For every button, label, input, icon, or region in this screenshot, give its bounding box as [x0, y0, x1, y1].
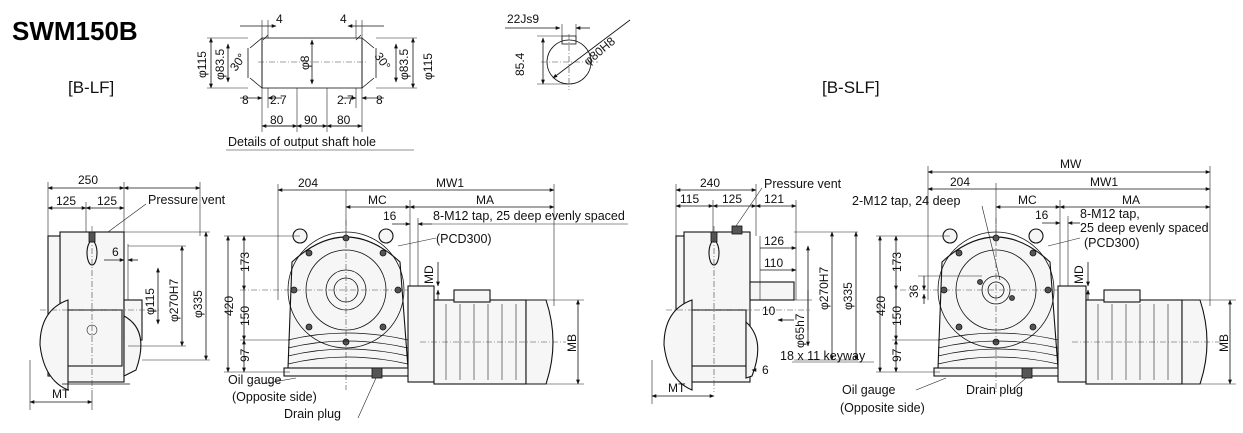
lf-d97: 97: [238, 348, 252, 362]
dim-phi8-center: φ8: [298, 55, 312, 70]
lf-md: MD: [422, 265, 436, 284]
shaft-hole-caption: Details of output shaft hole: [228, 135, 376, 149]
slf-d204: 204: [950, 175, 970, 189]
keyway-detail: 22Js9 85.4 φ80H8: [505, 12, 631, 90]
lf-d150: 150: [238, 306, 252, 326]
lf-d6: 6: [112, 245, 119, 259]
slf-md: MD: [1072, 265, 1086, 284]
lf-d16: 16: [383, 209, 397, 223]
slf-d173: 173: [890, 252, 904, 272]
dim-27-right: 2.7: [337, 93, 354, 107]
model-title: SWM150B: [12, 16, 138, 46]
slf-d420: 420: [874, 296, 888, 316]
slf-tap8-b: 25 deep evenly spaced: [1080, 221, 1209, 235]
shaft-hole-detail: 4 4 φ115 φ83.5 30° φ8 30° φ83.5 φ115 8 2…: [195, 12, 435, 151]
slf-side-view: 240 115 125 121 Pressure vent 126 110 10…: [651, 176, 874, 404]
slf-tap2: 2-M12 tap, 24 deep: [852, 194, 960, 208]
slf-mc: MC: [1018, 193, 1037, 207]
slf-phi270: φ270H7: [817, 267, 831, 310]
keyway-dia: φ80H8: [581, 34, 618, 68]
dim-80-right: 80: [337, 113, 351, 127]
slf-keyway: 18 x 11 keyway: [780, 349, 866, 363]
slf-phi65: φ65h7: [793, 313, 807, 348]
lf-d250: 250: [78, 173, 98, 187]
slf-tap8-a: 8-M12 tap,: [1080, 207, 1140, 221]
dim-90: 90: [304, 113, 318, 127]
slf-d121: 121: [764, 192, 784, 206]
lf-drain-plug: Drain plug: [284, 407, 341, 421]
lf-ma: MA: [476, 193, 494, 207]
lf-mb: MB: [565, 334, 579, 352]
slf-d10: 10: [762, 304, 776, 318]
slf-front-view: MW 204 MW1 MC MA 16 2-M12 tap, 24 deep 8…: [840, 157, 1236, 415]
dim-27-left: 2.7: [270, 93, 287, 107]
slf-pressure-vent: Pressure vent: [764, 177, 842, 191]
dim-phi83-left: φ83.5: [213, 49, 227, 80]
lf-front-view: 204 MW1 MC MA 16 8-M12 tap, 25 deep even…: [222, 176, 628, 421]
lf-mw1: MW1: [436, 176, 464, 190]
slf-mt: MT: [668, 381, 686, 395]
keyway-width: 22Js9: [507, 12, 539, 26]
lf-d420: 420: [222, 296, 236, 316]
lf-opposite-side: (Opposite side): [232, 390, 317, 404]
slf-d240: 240: [700, 176, 720, 190]
slf-d115: 115: [680, 192, 699, 206]
dim-angle-left: 30°: [227, 51, 249, 74]
dim-4-right: 4: [340, 12, 347, 26]
slf-mw: MW: [1060, 157, 1082, 171]
slf-mw1: MW1: [1090, 175, 1118, 189]
dim-phi115-right: φ115: [421, 53, 435, 80]
slf-d150: 150: [890, 306, 904, 326]
lf-oil-gauge: Oil gauge: [228, 373, 282, 387]
lf-d125a: 125: [56, 194, 76, 208]
slf-oil-gauge: Oil gauge: [842, 383, 896, 397]
lf-phi115: φ115: [143, 288, 157, 315]
slf-drain-plug: Drain plug: [966, 383, 1023, 397]
slf-mb: MB: [1217, 334, 1231, 352]
lf-mt: MT: [52, 387, 70, 401]
lf-pcd: (PCD300): [436, 232, 492, 246]
lf-side-view: 250 125 125 Pressure vent 6 φ115 φ270H7 …: [29, 173, 226, 410]
slf-pcd: (PCD300): [1084, 236, 1140, 250]
slf-ma: MA: [1122, 193, 1140, 207]
slf-d125: 125: [722, 192, 742, 206]
lf-tap-note: 8-M12 tap, 25 deep evenly spaced: [433, 209, 625, 223]
slf-d97: 97: [890, 348, 904, 362]
slf-opposite-side: (Opposite side): [840, 401, 925, 415]
dim-angle-right: 30°: [372, 50, 394, 73]
slf-d126: 126: [764, 234, 784, 248]
lf-d173: 173: [238, 252, 252, 272]
lf-d204: 204: [298, 176, 318, 190]
slf-d36: 36: [907, 284, 921, 298]
lf-phi335: φ335: [191, 290, 205, 318]
dim-8-left: 8: [242, 93, 249, 107]
view-label-slf: [B-SLF]: [822, 78, 880, 97]
lf-phi270: φ270H7: [167, 279, 181, 322]
keyway-height: 85.4: [513, 52, 527, 76]
dim-phi83-right: φ83.5: [397, 49, 411, 80]
dim-80-left: 80: [270, 113, 284, 127]
lf-d125b: 125: [97, 194, 117, 208]
slf-phi335: φ335: [841, 282, 855, 310]
slf-d110: 110: [764, 256, 783, 270]
slf-d16: 16: [1035, 208, 1049, 222]
dim-4-left: 4: [276, 12, 283, 26]
view-label-lf: [B-LF]: [68, 78, 114, 97]
lf-pressure-vent: Pressure vent: [148, 193, 226, 207]
lf-mc: MC: [368, 193, 387, 207]
slf-d6: 6: [762, 363, 769, 377]
dim-8-right: 8: [376, 93, 383, 107]
dim-phi115-left: φ115: [195, 51, 209, 78]
